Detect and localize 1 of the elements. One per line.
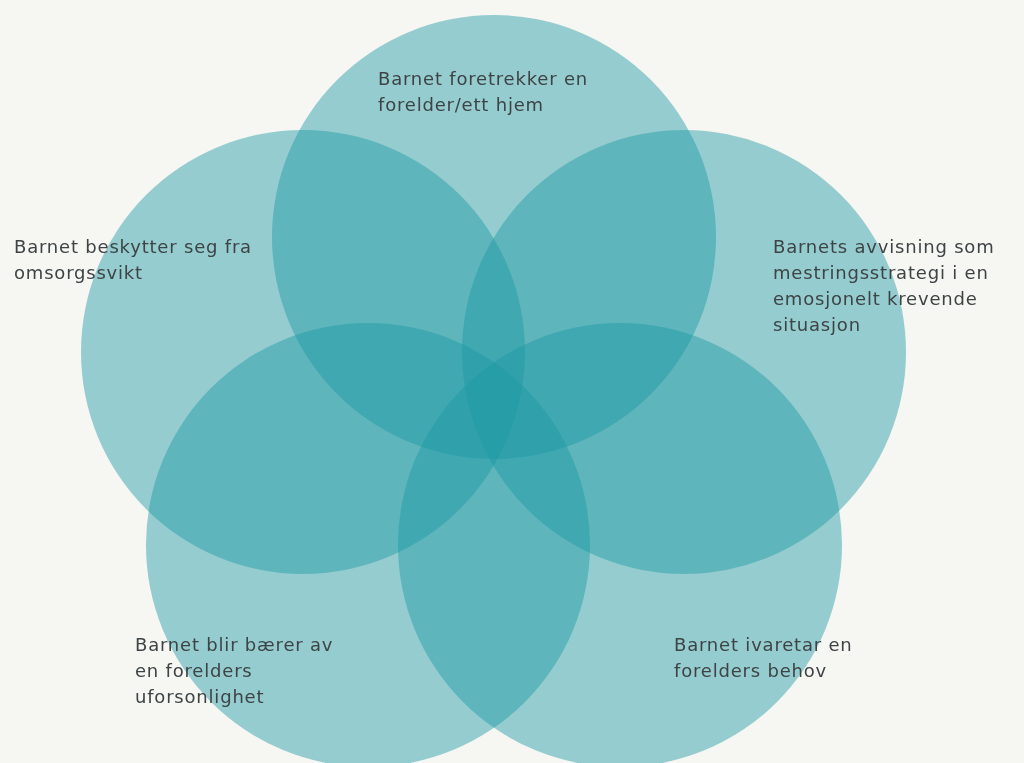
circle-label: Barnet foretrekker en forelder/ett hjem xyxy=(378,67,589,117)
